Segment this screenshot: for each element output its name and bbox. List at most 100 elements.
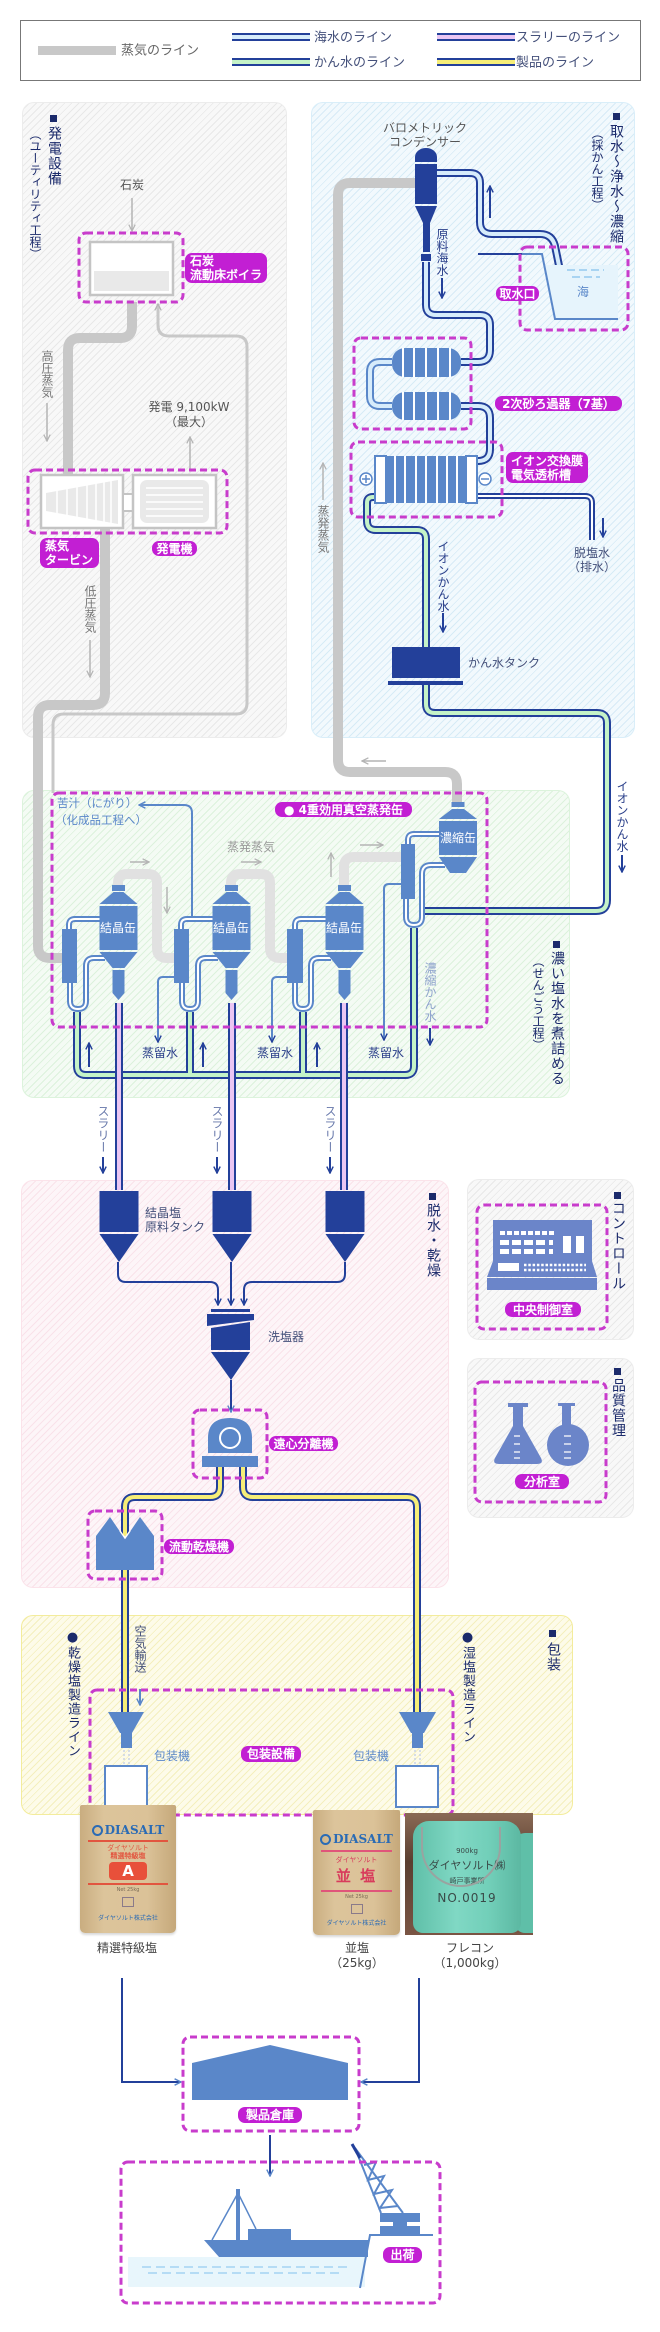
bag-barcode-icon bbox=[122, 1897, 134, 1907]
bag-rule bbox=[321, 1850, 392, 1852]
steam-turbine-label[interactable]: 蒸気 タービン bbox=[40, 538, 99, 568]
analysis-room-highlight-box[interactable] bbox=[473, 1380, 608, 1504]
generator-label[interactable]: 発電機 bbox=[152, 541, 197, 556]
heater2-bottom-loop-core bbox=[181, 957, 218, 1011]
shipping-label[interactable]: 出荷 bbox=[383, 2247, 422, 2263]
heater-1 bbox=[62, 929, 77, 983]
intake-section-subtitle: （採かん工程） bbox=[590, 127, 604, 211]
electrodialysis-label[interactable]: イオン交換膜 電気透析槽 bbox=[506, 452, 588, 483]
pipe-wall bbox=[422, 262, 494, 366]
bag-company: ダイヤソルト株式会社 bbox=[98, 1915, 158, 1922]
sea-label: 海 bbox=[576, 285, 590, 299]
crane-boom bbox=[354, 2147, 404, 2214]
steam-line-boiler-to-turbine bbox=[63, 302, 137, 476]
vapor-line-crystallizer2-to-heater3 bbox=[226, 869, 287, 963]
product-name-common-salt: 並塩 bbox=[344, 1941, 370, 1955]
warehouse-highlight-box[interactable] bbox=[181, 2035, 361, 2133]
warehouse-icon bbox=[192, 2045, 348, 2100]
steam-line-turbine-to-evaporator bbox=[33, 527, 110, 963]
packing-machine-label-1: 包装機 bbox=[153, 1749, 191, 1763]
condensate-return-line bbox=[51, 304, 249, 793]
filter-highlight-box[interactable] bbox=[352, 336, 473, 431]
bag-grade: A bbox=[80, 1861, 176, 1880]
shipping-highlight-box[interactable] bbox=[119, 2160, 442, 2305]
coal-label: 石炭 bbox=[119, 178, 145, 192]
filter-label[interactable]: 2次砂ろ過器（7基） bbox=[495, 396, 622, 411]
product-photo-common-salt: DIASALT ダイヤソルト 並 塩 Net 25kg ダイヤソルト株式会社 bbox=[313, 1810, 400, 1935]
pipe-core bbox=[368, 360, 392, 408]
condenser-seal bbox=[421, 254, 431, 261]
quality-section-marker-icon bbox=[614, 1368, 621, 1375]
evaporator-highlight-box[interactable] bbox=[50, 791, 489, 1029]
intake-label[interactable]: 取水口 bbox=[496, 286, 539, 301]
pipe-core bbox=[365, 495, 428, 647]
bittern-label: 苦汁（にがり） bbox=[57, 796, 138, 810]
bag-net-weight: Net 25kg bbox=[116, 1887, 140, 1893]
harbor-waves bbox=[142, 2266, 348, 2274]
fluid-bed-dryer-icon bbox=[96, 1517, 154, 1570]
product-line-centrifuge-to-dryer-core bbox=[123, 1467, 222, 1536]
centrifuge-label[interactable]: 遠心分離機 bbox=[269, 1436, 338, 1451]
salt-tank-label-line2: 原料タンク bbox=[145, 1220, 206, 1234]
seawater-line-condenser-to-filter bbox=[422, 262, 494, 366]
turbine-blade-dividers bbox=[56, 478, 112, 526]
common-salt-to-warehouse-line bbox=[361, 1978, 420, 2082]
warehouse-label[interactable]: 製品倉庫 bbox=[238, 2107, 302, 2123]
crystallizer-icon-1 bbox=[99, 885, 138, 1000]
boiler-highlight-box[interactable] bbox=[77, 231, 185, 304]
sea-water bbox=[544, 265, 618, 318]
crystallizer-label-2: 結晶缶 bbox=[212, 921, 250, 935]
electrodialysis-highlight-box[interactable] bbox=[349, 440, 504, 519]
heater1-top-loop-wall bbox=[66, 916, 100, 929]
pipe-core bbox=[437, 171, 568, 301]
slurry-lines bbox=[115, 1003, 348, 1190]
evaporator-label[interactable]: ● 4重効用真空蒸発缶 bbox=[275, 802, 412, 817]
product-line-wet-salt-core bbox=[241, 1467, 419, 1712]
packing-machine-label-2: 包装機 bbox=[352, 1749, 390, 1763]
dryer-highlight-box[interactable] bbox=[86, 1509, 164, 1581]
legend: 蒸気のライン 海水のライン かん水のライン スラリーのライン 製品のライン bbox=[20, 20, 641, 81]
analysis-room-label[interactable]: 分析室 bbox=[515, 1474, 569, 1489]
condenser-dome bbox=[415, 148, 437, 162]
diasalt-logo-icon bbox=[320, 1834, 332, 1845]
product-photo-flexible-container: 900kg ダイヤソルト㈱ 崎戸事業所 NO.0019 bbox=[405, 1813, 533, 1935]
distilled-water-line-3 bbox=[384, 883, 401, 1040]
packing-equipment-label[interactable]: 包装設備 bbox=[241, 1746, 301, 1762]
intake-section-panel bbox=[311, 102, 635, 738]
slurry-label-1: スラリー bbox=[96, 1105, 110, 1153]
crystallizer-icon-3 bbox=[325, 885, 364, 1000]
legend-slurry-swatch bbox=[437, 33, 515, 41]
bittern-destination-label: （化成品工程へ） bbox=[55, 813, 147, 827]
packing-highlight-box[interactable] bbox=[88, 1688, 455, 1817]
power-section-subtitle: （ユーティリティ工程） bbox=[28, 128, 42, 260]
boiler-label[interactable]: 石炭 流動床ボイラ bbox=[185, 253, 267, 283]
condenser-barometric-leg bbox=[423, 223, 430, 252]
turbine-generator-highlight-box[interactable] bbox=[26, 468, 229, 535]
product-name-premium-salt: 精選特級塩 bbox=[96, 1941, 158, 1955]
product-name-flexible-container: フレコン bbox=[445, 1941, 495, 1955]
diasalt-logo-icon bbox=[91, 1825, 103, 1836]
control-room-label[interactable]: 中央制御室 bbox=[505, 1302, 581, 1317]
pipe-core bbox=[461, 404, 492, 463]
boiling-section-subtitle: （せんごう工程） bbox=[531, 955, 545, 1051]
centrifuge-highlight-box[interactable] bbox=[191, 1408, 269, 1480]
dryer-label[interactable]: 流動乾燥機 bbox=[164, 1539, 234, 1554]
membrane-dividers bbox=[394, 456, 458, 503]
crane-boom-tip bbox=[350, 2143, 362, 2159]
premium-salt-to-warehouse-line bbox=[121, 1978, 181, 2082]
bag-outline bbox=[104, 1765, 148, 1808]
steam-turbine-icon bbox=[39, 473, 134, 530]
control-room-highlight-box[interactable] bbox=[475, 1203, 609, 1331]
generator-icon bbox=[131, 473, 218, 530]
wet-salt-line-label: ●湿塩製造ライン bbox=[460, 1630, 475, 1744]
condenser-body bbox=[415, 164, 437, 204]
heater4-bottom-loop-core bbox=[405, 864, 445, 927]
crystallizer-label-3: 結晶缶 bbox=[325, 921, 363, 935]
minus-electrode-icon bbox=[478, 472, 492, 486]
legend-steam-label: 蒸気のライン bbox=[121, 43, 200, 59]
slurry-label-2: スラリー bbox=[210, 1105, 224, 1153]
control-section-title: コントロール bbox=[610, 1201, 626, 1291]
sea-waves bbox=[567, 269, 604, 278]
heater3-top-loop-wall bbox=[292, 916, 326, 929]
concentrator-icon bbox=[439, 802, 477, 873]
